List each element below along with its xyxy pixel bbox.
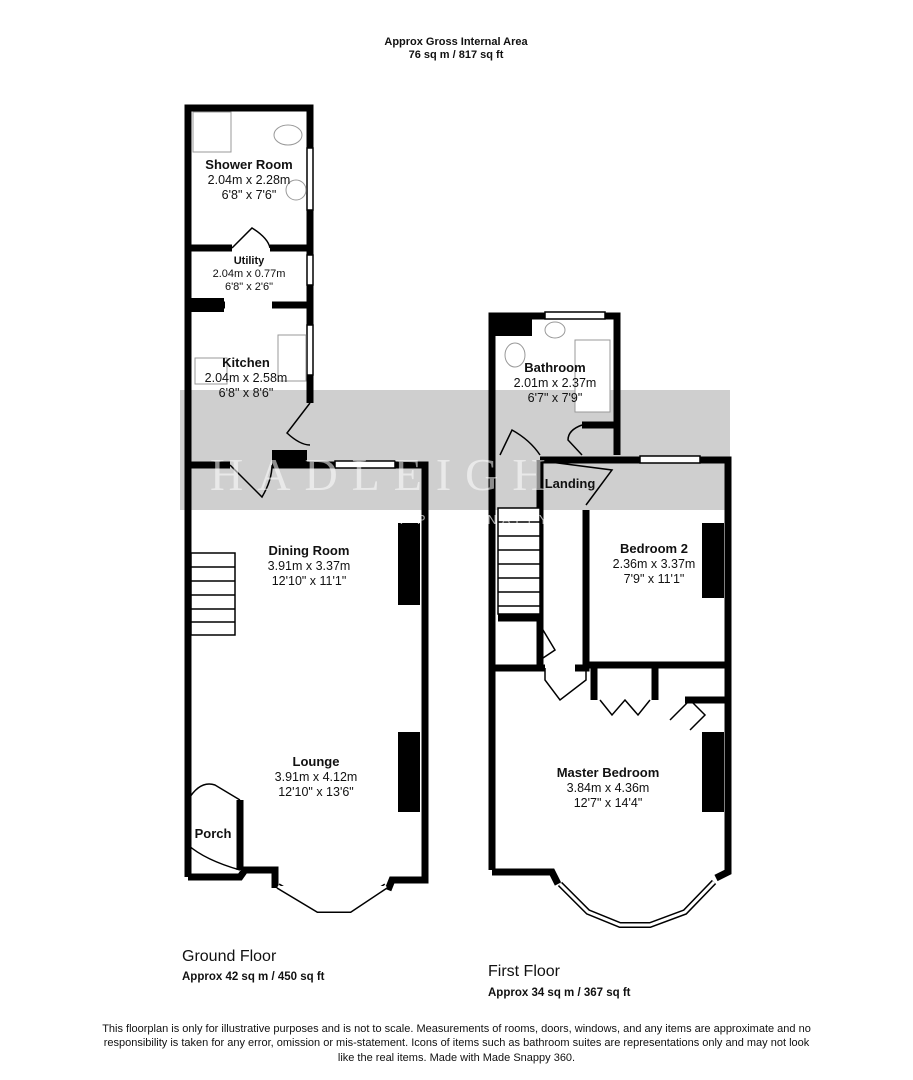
watermark-band bbox=[180, 390, 730, 510]
room-bedroom-2: Bedroom 2 2.36m x 3.37m 7'9" x 11'1" bbox=[613, 541, 696, 587]
room-metric: 2.01m x 2.37m bbox=[513, 375, 597, 390]
room-imperial: 6'8" x 7'6" bbox=[221, 187, 277, 202]
first-floor-windows bbox=[544, 311, 717, 928]
room-name: Master Bedroom bbox=[556, 765, 660, 780]
watermark-tagline: PROPERTY. PERSONALLY bbox=[290, 512, 553, 527]
room-metric: 3.84m x 4.36m bbox=[566, 780, 650, 795]
room-name: Bedroom 2 bbox=[620, 541, 688, 556]
fixtures bbox=[192, 111, 307, 385]
room-master-bedroom: Master Bedroom 3.84m x 4.36m 12'7" x 14'… bbox=[557, 765, 660, 811]
room-metric: 3.91m x 3.37m bbox=[267, 558, 351, 573]
room-imperial: 12'10" x 13'6" bbox=[278, 784, 354, 799]
ground-floor-label: Ground Floor bbox=[182, 948, 277, 965]
header-title: Approx Gross Internal Area bbox=[384, 36, 528, 48]
ground-floor-area: Approx 42 sq m / 450 sq ft bbox=[182, 971, 325, 983]
stairs-first bbox=[497, 507, 541, 615]
first-floor-doors bbox=[499, 424, 707, 731]
room-metric: 2.36m x 3.37m bbox=[612, 556, 696, 571]
room-shower-room: Shower Room 2.04m x 2.28m 6'8" x 7'6" bbox=[205, 157, 292, 203]
ground-floor-thick-blocks bbox=[190, 298, 420, 812]
room-metric: 2.04m x 2.58m bbox=[204, 370, 288, 385]
room-name: Dining Room bbox=[268, 543, 350, 558]
room-kitchen: Kitchen 2.04m x 2.58m 6'8" x 8'6" bbox=[205, 355, 288, 401]
doors bbox=[187, 227, 311, 871]
first-floor-blocks bbox=[492, 316, 724, 812]
stairs-ground bbox=[190, 552, 236, 636]
room-bathroom: Bathroom 2.01m x 2.37m 6'7" x 7'9" bbox=[514, 360, 597, 406]
room-lounge: Lounge 3.91m x 4.12m 12'10" x 13'6" bbox=[275, 754, 358, 800]
room-utility: Utility 2.04m x 0.77m 6'8" x 2'6" bbox=[213, 255, 286, 295]
room-porch: Porch bbox=[195, 826, 232, 842]
room-metric: 3.91m x 4.12m bbox=[274, 769, 358, 784]
room-metric: 2.04m x 0.77m bbox=[212, 268, 286, 281]
room-name: Bathroom bbox=[524, 360, 586, 375]
first-floor-area: Approx 34 sq m / 367 sq ft bbox=[488, 987, 631, 999]
room-imperial: 12'10" x 11'1" bbox=[271, 573, 347, 588]
watermark-brand: HADLEIGH bbox=[210, 449, 560, 500]
room-imperial: 6'8" x 2'6" bbox=[224, 281, 274, 294]
first-floor-label: First Floor bbox=[488, 963, 560, 980]
room-name: Porch bbox=[194, 826, 232, 841]
room-name: Utility bbox=[233, 255, 265, 267]
room-name: Shower Room bbox=[205, 157, 293, 172]
room-imperial: 12'7" x 14'4" bbox=[573, 795, 643, 810]
room-metric: 2.04m x 2.28m bbox=[207, 172, 291, 187]
first-floor-fixtures bbox=[504, 321, 611, 413]
room-imperial: 7'9" x 11'1" bbox=[623, 571, 685, 586]
room-imperial: 6'8" x 8'6" bbox=[218, 385, 274, 400]
header: Approx Gross Internal Area 76 sq m / 817… bbox=[384, 36, 527, 62]
room-name: Lounge bbox=[292, 754, 340, 769]
room-landing: Landing bbox=[545, 476, 596, 492]
header-area: 76 sq m / 817 sq ft bbox=[408, 49, 504, 62]
disclaimer: This floorplan is only for illustrative … bbox=[102, 1023, 811, 1064]
ground-floor-windows bbox=[276, 147, 396, 913]
room-imperial: 6'7" x 7'9" bbox=[527, 390, 583, 405]
room-name: Kitchen bbox=[222, 355, 270, 370]
room-dining-room: Dining Room 3.91m x 3.37m 12'10" x 11'1" bbox=[268, 543, 351, 589]
room-name: Landing bbox=[544, 476, 596, 491]
